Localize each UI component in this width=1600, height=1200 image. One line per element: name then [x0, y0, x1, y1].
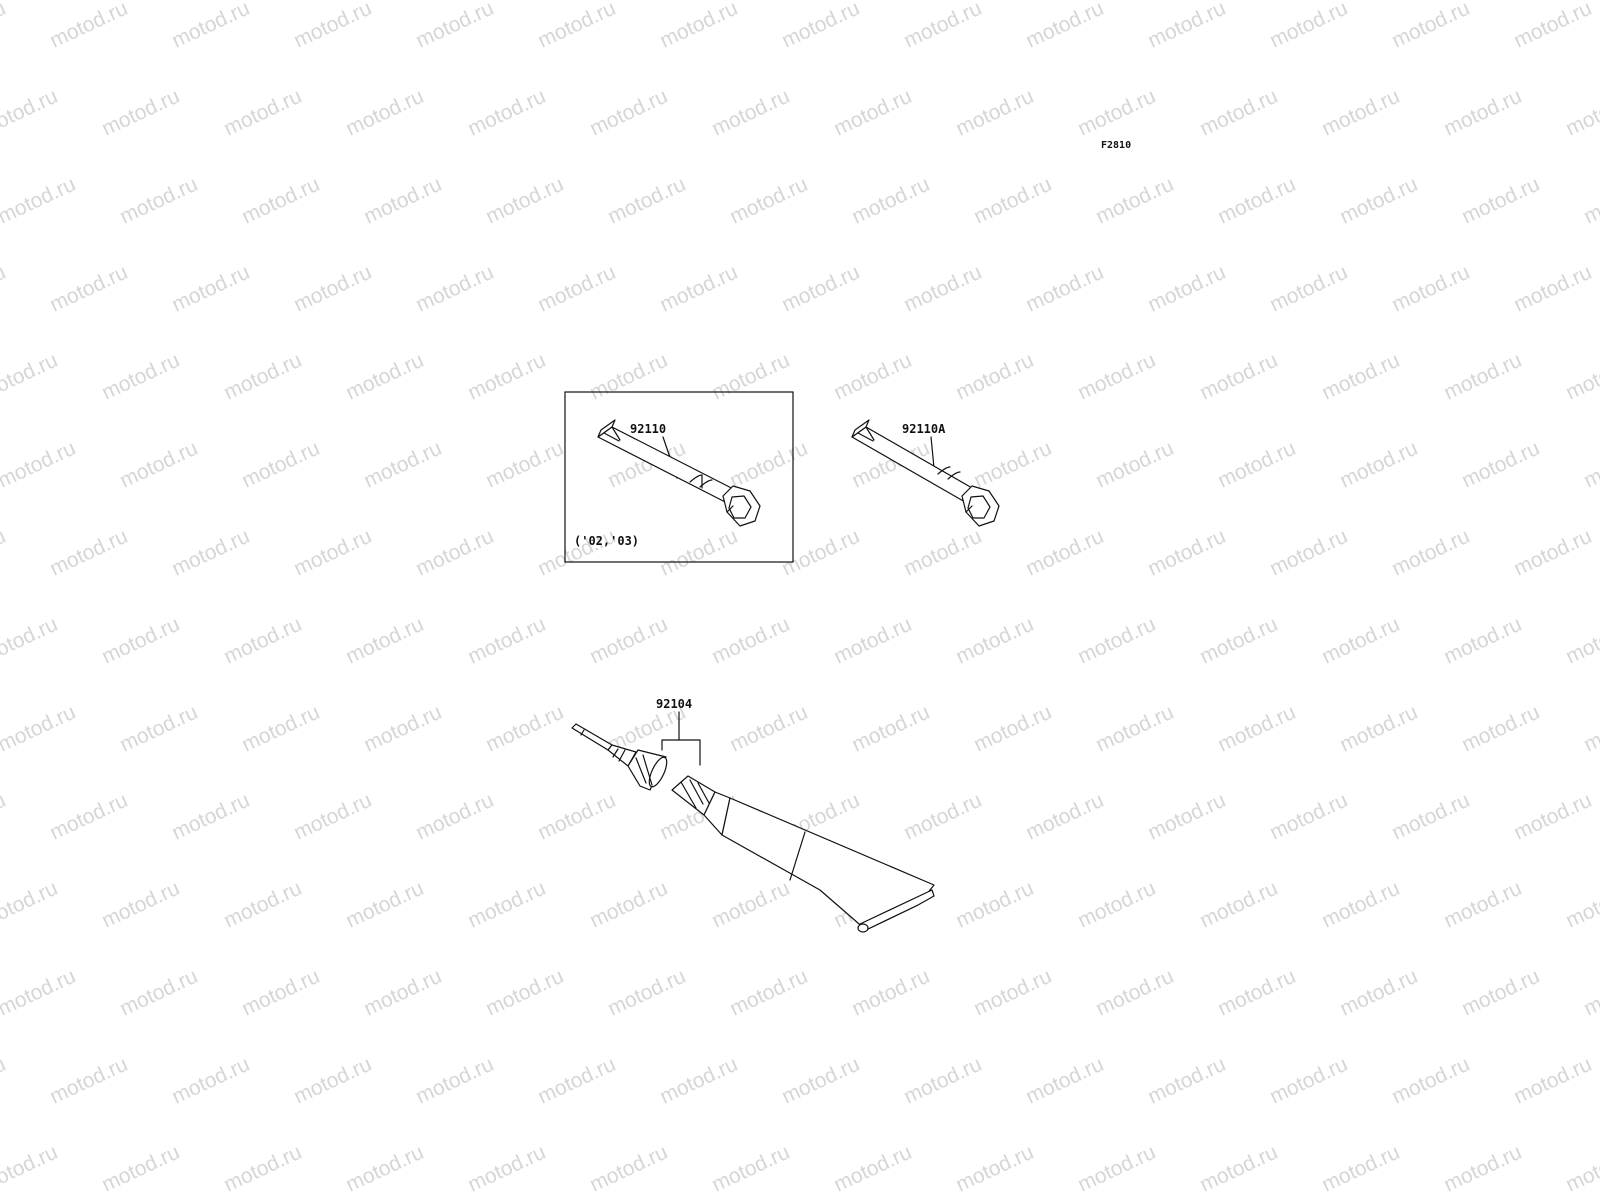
tubular-wrench-icon	[597, 419, 761, 527]
part-number-92104[interactable]: 92104	[656, 697, 692, 711]
part-number-92110[interactable]: 92110	[630, 422, 666, 436]
wrench-92110-group: 92110 ('02,'03)	[564, 391, 794, 563]
wrench-92110A-group: 92110A	[851, 419, 1000, 527]
tubular-wrench-icon	[851, 419, 1000, 527]
variant-box	[564, 391, 794, 563]
leader-bracket-92104	[661, 711, 680, 751]
variant-note-02-03: ('02,'03)	[574, 534, 639, 548]
part-number-92110A[interactable]: 92110A	[902, 422, 946, 436]
grease-tube-icon	[671, 775, 935, 933]
nozzle-cap-icon	[571, 723, 668, 791]
figure-code: F2810	[1101, 140, 1131, 151]
grease-tube-92104-group: 92104	[571, 697, 935, 933]
